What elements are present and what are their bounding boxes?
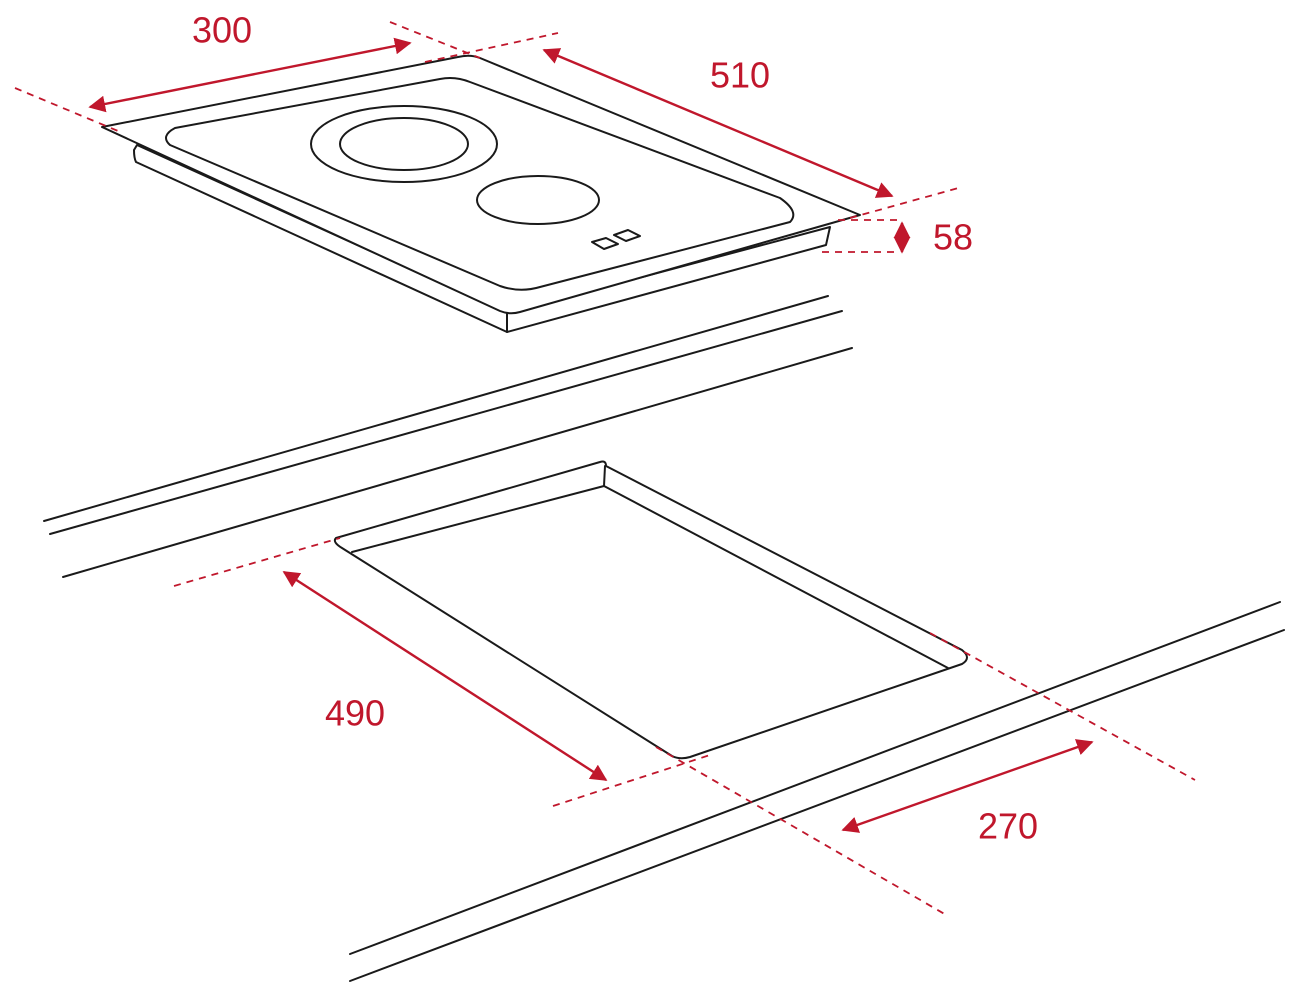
control-button-left — [591, 237, 619, 250]
extension-line-cutout-right — [929, 632, 1196, 781]
width-dimension-arrow — [88, 37, 412, 113]
control-button-right — [613, 229, 641, 242]
cutout-width-dimension-label: 270 — [978, 806, 1038, 847]
hob-top-plate — [101, 54, 861, 315]
cutout-width-dimension-arrow — [841, 739, 1094, 833]
worktop-front-edge-2 — [349, 629, 1285, 982]
extension-line-cutout-front-left — [552, 754, 711, 807]
width-dimension-label: 300 — [192, 10, 252, 51]
extension-line-cutout-back-left — [173, 537, 341, 587]
cutout — [333, 460, 968, 760]
small-cooking-zone — [476, 175, 600, 225]
dimension-arrows — [88, 37, 1094, 833]
cutout-outer — [333, 460, 968, 760]
height-dimension-label: 58 — [933, 217, 973, 258]
extension-line-hob-right — [849, 186, 963, 219]
cutout-depth-dimension-arrow — [282, 570, 608, 782]
worktop-back-edge-1 — [43, 295, 829, 522]
worktop — [43, 295, 1285, 982]
large-cooking-zone-inner — [339, 117, 469, 171]
extension-lines — [14, 21, 1196, 917]
extension-line-cutout-front-depth — [655, 746, 949, 917]
dimension-labels: 300 510 58 490 270 — [192, 10, 1038, 847]
worktop-back-edge-2 — [49, 310, 843, 535]
hob — [101, 54, 861, 333]
extension-line-hob-back-left — [389, 21, 481, 59]
hob-front-face — [133, 144, 508, 333]
worktop-front-edge-1 — [349, 601, 1281, 955]
cutout-depth-dimension-label: 490 — [325, 693, 385, 734]
cutout-inner-edge — [351, 465, 949, 669]
extension-line-hob-back-right — [424, 32, 559, 63]
depth-dimension-arrow — [542, 48, 894, 198]
worktop-back-edge-3 — [62, 347, 853, 578]
depth-dimension-label: 510 — [710, 55, 770, 96]
hob-right-face — [506, 226, 831, 333]
hob-inner-border — [165, 77, 795, 291]
extension-line-hob-left — [14, 87, 119, 132]
